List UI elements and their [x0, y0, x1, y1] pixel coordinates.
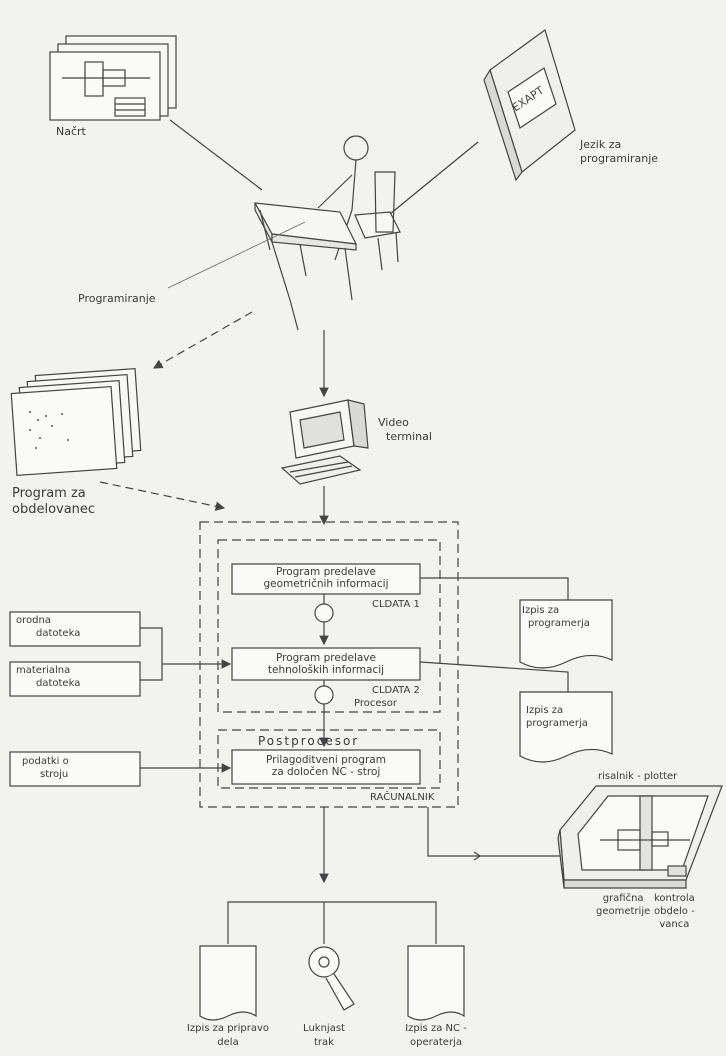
- program-sheets-icon: [10, 367, 142, 477]
- label-izpis-programer-1: Izpis za programerja: [522, 604, 590, 630]
- kontrola-line2: obdelo -: [654, 906, 695, 917]
- kontrola-line1: kontrola: [654, 893, 695, 904]
- line-book-programmer: [389, 141, 479, 215]
- plotter-icon: [557, 785, 723, 889]
- label-procesor: Procesor: [354, 698, 397, 709]
- label-orodna: orodna datoteka: [16, 614, 80, 640]
- out1-line2: dela: [217, 1037, 239, 1048]
- label-izpis-programer-2: Izpis za programerja: [526, 704, 588, 730]
- label-jezik-line1: Jezik za: [580, 138, 622, 151]
- out2-line1: Luknjast: [303, 1023, 345, 1034]
- geo-line1: Program predelave: [275, 566, 376, 578]
- processor-box: [217, 539, 441, 713]
- printout-programmer-2: [519, 691, 613, 763]
- label-cldata2: CLDATA 2: [372, 685, 420, 696]
- kontrola-line3: vanca: [659, 919, 690, 930]
- geo-line2: geometričnih informacij: [263, 578, 389, 590]
- label-output-workprep: Izpis za pripravo dela: [170, 1022, 286, 1050]
- graficna-line1: grafična: [602, 893, 644, 904]
- label-racunalnik: RAČUNALNIK: [370, 792, 435, 803]
- tool-file-box: [9, 611, 141, 647]
- label-graficna: grafična geometrije: [596, 892, 650, 918]
- label-program-obdelovanec: Program za obdelovanec: [12, 486, 95, 518]
- label-kontrola: kontrola obdelo - vanca: [654, 892, 695, 931]
- label-materialna: materialna datoteka: [16, 664, 80, 690]
- label-nacrt: Načrt: [56, 125, 86, 138]
- technological-program-box: [231, 647, 421, 681]
- teh-line1: Program predelave: [275, 652, 376, 664]
- graficna-line2: geometrije: [596, 906, 651, 917]
- label-plotter: risalnik - plotter: [598, 771, 678, 782]
- out2-line2: trak: [314, 1037, 334, 1048]
- cldata2-node: [314, 685, 334, 705]
- dashed-arrow-program-computer: [99, 481, 226, 511]
- label-video-line1: Video: [378, 416, 409, 429]
- label-podatki: podatki o stroju: [22, 755, 69, 781]
- printout-programmer-1: [519, 599, 613, 669]
- geometric-program-box: [231, 563, 421, 595]
- label-cldata1: CLDATA 1: [372, 599, 420, 610]
- teh-line2: tehnoloških informacij: [267, 664, 385, 676]
- label-program-line2: obdelovanec: [12, 502, 96, 517]
- video-terminal-icon: [280, 399, 369, 485]
- output-bracket: [227, 901, 437, 944]
- izpis2-line2: programerja: [526, 718, 588, 729]
- out3-line2: operaterja: [410, 1037, 462, 1048]
- out3-line1: Izpis za NC -: [405, 1023, 467, 1034]
- label-jezik: Jezik za programiranje: [580, 138, 658, 166]
- pril-line1: Prilagoditveni program: [266, 754, 386, 766]
- programmer-desk-icon: [253, 135, 401, 331]
- pril-program-text: Prilagoditveni program za določen NC - s…: [232, 754, 420, 778]
- label-postprocesor: Postprocesor: [258, 734, 360, 748]
- line-programiranje: [167, 221, 306, 289]
- out1-line1: Izpis za pripravo: [186, 1023, 270, 1034]
- material-file-box: [9, 661, 141, 697]
- orodna-line2: datoteka: [36, 628, 81, 639]
- label-video-terminal: Video terminal: [378, 416, 432, 444]
- label-jezik-line2: programiranje: [580, 152, 659, 165]
- dashed-arrow-to-program-stack: [152, 311, 253, 369]
- machine-data-box: [9, 751, 141, 787]
- orodna-line1: orodna: [16, 615, 51, 626]
- podatki-line2: stroju: [40, 769, 69, 780]
- label-programiranje: Programiranje: [78, 292, 156, 305]
- files-connector: [140, 627, 163, 681]
- punched-tape-icon: [308, 946, 355, 1011]
- pril-line2: za določen NC - stroj: [271, 766, 381, 778]
- podatki-line1: podatki o: [22, 756, 69, 767]
- exapt-book-icon: [483, 29, 576, 182]
- izpis2-line1: Izpis za: [526, 705, 564, 716]
- line-to-printout1: [420, 577, 569, 600]
- output-workprep-printout: [199, 945, 257, 1021]
- cldata1-node: [314, 603, 334, 623]
- label-output-operator: Izpis za NC - operaterja: [388, 1022, 484, 1050]
- line-blueprint-programmer: [169, 119, 263, 191]
- mat-line1: materialna: [16, 665, 71, 676]
- line-computer-plotter: [427, 807, 560, 857]
- geo-program-text: Program predelave geometričnih informaci…: [232, 566, 420, 590]
- mat-line2: datoteka: [36, 678, 81, 689]
- line-to-printout2: [419, 661, 569, 692]
- label-output-tape: Luknjast trak: [294, 1022, 354, 1050]
- output-operator-printout: [407, 945, 465, 1021]
- blueprint-icon: [49, 35, 177, 121]
- label-video-line2: terminal: [386, 430, 432, 443]
- adaptation-program-box: [231, 749, 421, 785]
- teh-program-text: Program predelave tehnoloških informacij: [232, 652, 420, 676]
- izpis1-line2: programerja: [528, 618, 590, 629]
- label-program-line1: Program za: [12, 486, 86, 501]
- izpis1-line1: Izpis za: [522, 605, 560, 616]
